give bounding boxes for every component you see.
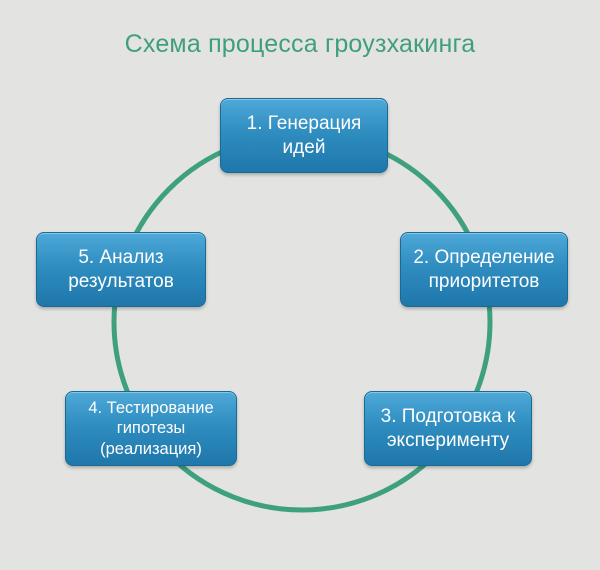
step-idea-generation: 1. Генерация идей [220,98,388,173]
step-hypothesis-testing: 4. Тестирование гипотезы (реализация) [65,391,237,466]
step-label: 5. Анализ результатов [68,246,174,292]
diagram-title: Схема процесса гроузхакинга [124,30,476,58]
step-prioritization: 2. Определение приоритетов [400,232,568,307]
step-label: 4. Тестирование гипотезы (реализация) [88,398,214,458]
step-label: 2. Определение приоритетов [413,246,555,292]
step-experiment-preparation: 3. Подготовка к эксперименту [364,391,532,466]
step-label: 1. Генерация идей [246,112,362,158]
step-label: 3. Подготовка к эксперименту [380,405,516,451]
step-results-analysis: 5. Анализ результатов [36,232,206,307]
